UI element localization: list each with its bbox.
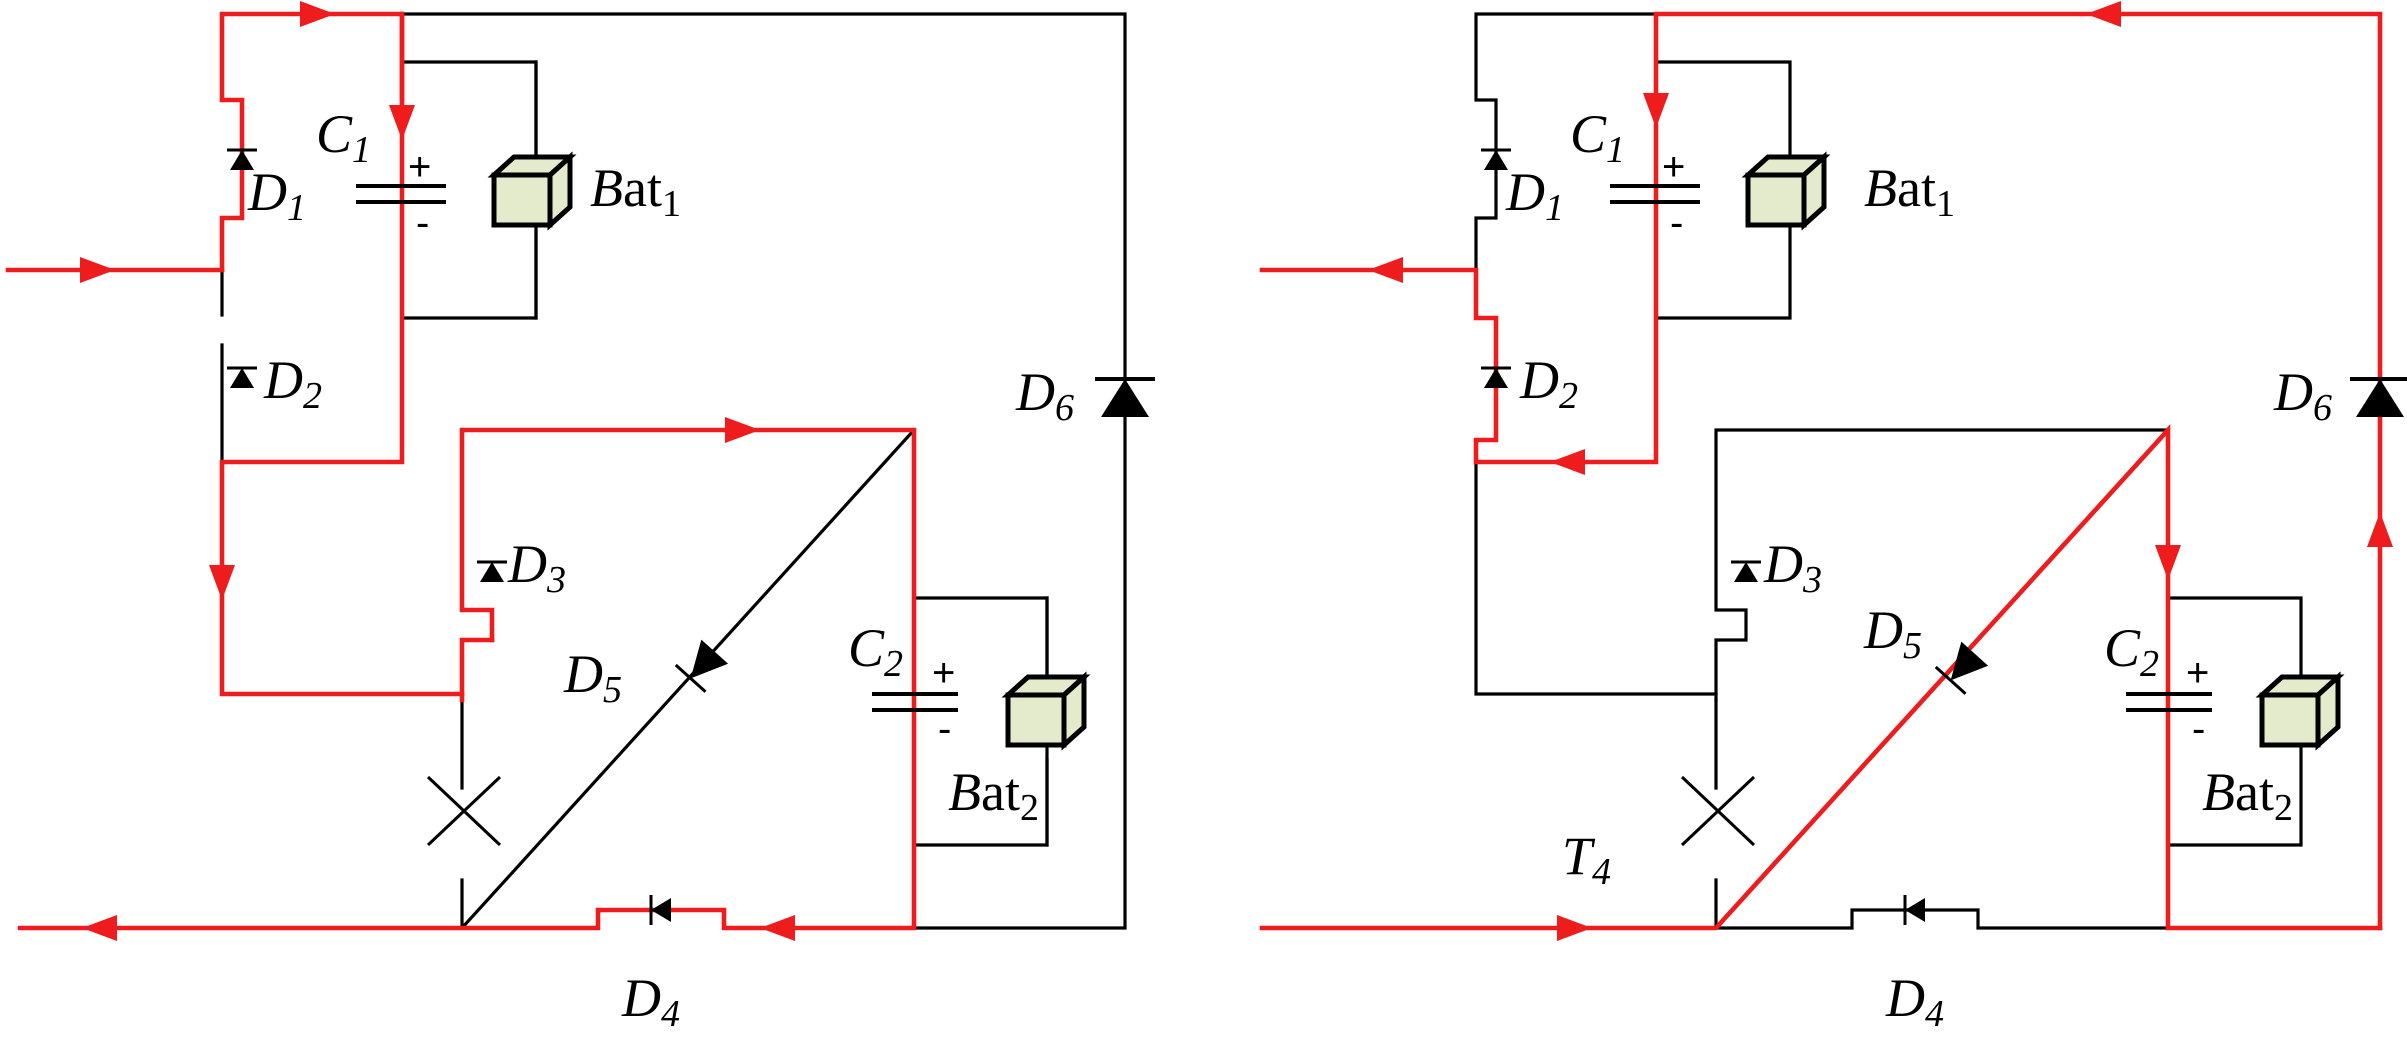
current-path-left [5,11,917,931]
black-wires-left [220,12,1127,931]
battery-bat1 [494,157,570,225]
switch-cross [1680,775,1756,847]
battery-bat1 [1748,157,1824,225]
battery-bat2 [1008,677,1084,745]
switch-cross [426,775,502,847]
capacitor-c2 [2126,692,2212,712]
label-c2: C2 [848,618,903,685]
label-d5: D5 [1863,600,1922,667]
label-d2: D2 [1519,350,1578,417]
label-d5: D5 [563,644,622,711]
sign-plus-c2: + [932,651,955,695]
label-d2: D2 [263,350,322,417]
sign-minus-c2: - [2192,707,2205,751]
label-d3: D3 [507,534,566,601]
diode-d5 [674,639,729,693]
diode-d2 [1479,366,1513,390]
circuit-panel-left: C1 + - Bat1 D1 D2 D3 D4 D5 D6 C2 + - Bat… [5,1,1155,1035]
label-c1: C1 [316,104,371,171]
diode-d5 [1934,641,1989,695]
current-arrows-left [80,1,795,941]
diode-d4 [1903,893,1927,927]
diode-d6 [2350,377,2407,417]
label-bat1: Bat1 [1864,158,1955,225]
label-d4: D4 [1885,968,1944,1035]
sign-plus-c1: + [1662,145,1685,189]
label-d4: D4 [621,968,680,1035]
sign-minus-c2: - [938,707,951,751]
label-c1: C1 [1570,104,1625,171]
label-d6: D6 [2273,362,2332,429]
capacitor-c2 [872,692,958,712]
diode-d3 [475,560,509,584]
battery-bat2 [2262,677,2338,745]
diode-d2 [225,366,259,390]
label-d3: D3 [1763,534,1822,601]
label-t4: T4 [1562,826,1611,893]
label-bat2: Bat2 [2202,762,2293,829]
diode-d3 [1729,560,1763,584]
label-c2: C2 [2104,618,2159,685]
diode-d4 [649,893,673,927]
label-d1: D1 [1505,162,1564,229]
sign-minus-c1: - [1670,201,1683,245]
diode-d6 [1095,377,1155,417]
label-d6: D6 [1015,362,1074,429]
sign-minus-c1: - [416,201,429,245]
label-bat2: Bat2 [948,762,1039,829]
sign-plus-c2: + [2186,651,2209,695]
capacitor-c1 [356,184,446,204]
label-d1: D1 [247,162,306,229]
capacitor-c1 [1610,184,1700,204]
current-arrows-right [1368,1,2393,941]
sign-plus-c1: + [408,145,431,189]
circuit-panel-right: C1 + - Bat1 D1 D2 D3 D4 D5 D6 C2 + - Bat… [1259,1,2407,1035]
label-bat1: Bat1 [590,158,681,225]
